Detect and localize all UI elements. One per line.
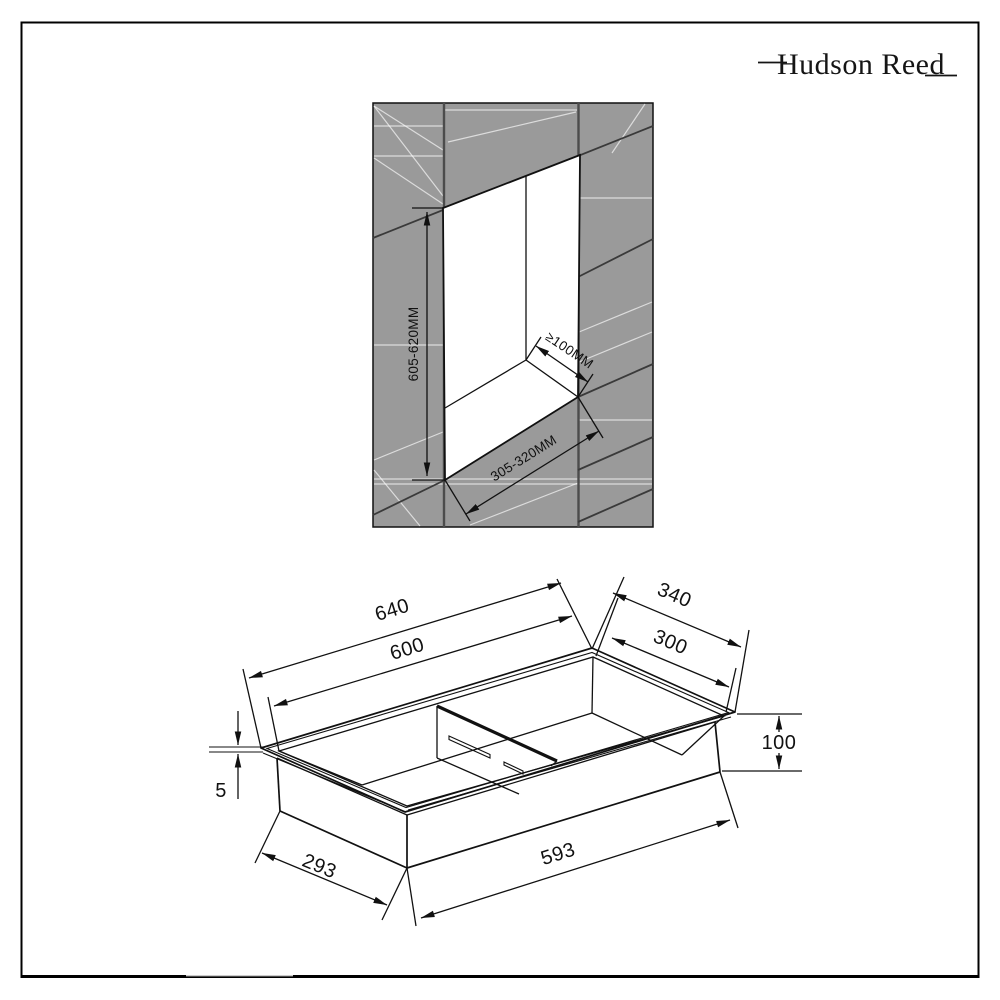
outer-length-label: 640	[372, 595, 412, 626]
product-dimension-diagram: 640 600 340 300 100	[209, 576, 802, 927]
flange-thickness-label: 5	[215, 780, 227, 802]
wall-installation-diagram: 605-620MM ≥100MM 305-320MM	[372, 102, 654, 528]
depth-dimension: 100	[722, 713, 802, 772]
niche-unit-body	[262, 716, 732, 869]
divider-slot	[448, 735, 491, 759]
tile-shine-lines	[373, 103, 653, 527]
depth-label: 100	[762, 732, 797, 754]
body-length-dimension: 593	[406, 771, 739, 927]
divider-top-edge	[436, 704, 558, 763]
page-border	[20, 21, 980, 978]
divider-slot-small	[503, 761, 524, 775]
divider-shelf	[436, 704, 558, 795]
opening-length-dimension: 600	[267, 615, 573, 752]
niche-floor-back-edge	[444, 359, 527, 409]
body-width-label: 293	[299, 850, 340, 884]
brand-name: Hudson Reed	[777, 48, 945, 81]
body-length-label: 593	[538, 839, 578, 870]
outer-width-label: 340	[654, 579, 695, 613]
opening-length-label: 600	[387, 634, 427, 665]
niche-height-label: 605-620MM	[406, 307, 421, 382]
flange-thickness-dimension: 5	[209, 711, 263, 802]
opening-width-label: 300	[650, 626, 691, 660]
niche-height-dimension: 605-620MM	[406, 207, 446, 481]
body-width-dimension: 293	[254, 810, 408, 921]
brand-logo: Hudson Reed	[758, 48, 957, 81]
